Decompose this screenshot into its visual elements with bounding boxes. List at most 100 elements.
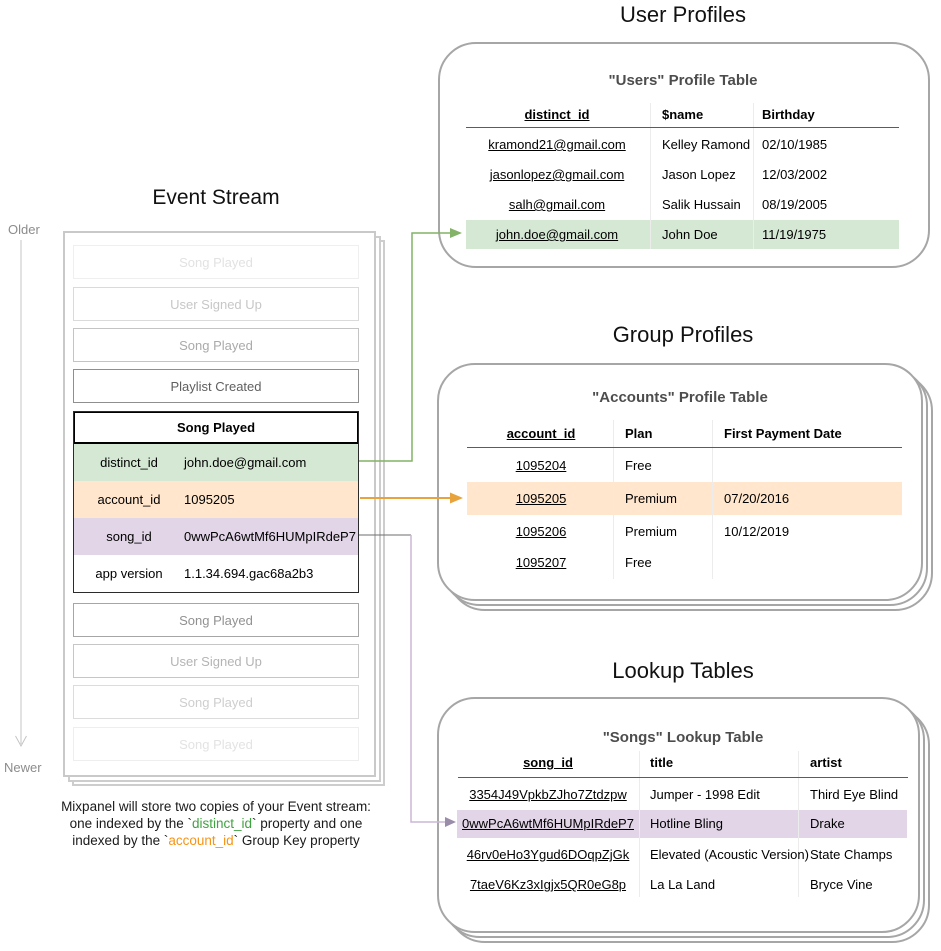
- event-box-faded: Song Played: [73, 328, 359, 362]
- name-cell: Kelley Ramond: [662, 137, 751, 152]
- table-row: 1095206 Premium 10/12/2019: [437, 515, 923, 548]
- artist-cell: Third Eye Blind: [810, 787, 899, 802]
- account-id-cell: 1095205: [515, 491, 567, 506]
- event-stream-title: Event Stream: [152, 186, 280, 209]
- table-row: jasonlopez@gmail.com Jason Lopez 12/03/2…: [438, 160, 930, 190]
- column-header: Birthday: [762, 107, 815, 122]
- newer-label: Newer: [4, 760, 42, 775]
- column-divider: [613, 420, 614, 579]
- name-cell: Jason Lopez: [662, 167, 736, 182]
- caption-line-3: indexed by the `account_id` Group Key pr…: [16, 832, 416, 849]
- users-table-header-row: distinct_id $name Birthday: [438, 100, 930, 130]
- first-payment-cell: 07/20/2016: [724, 491, 790, 506]
- distinct-id-token: distinct_id: [191, 816, 253, 831]
- caption-text: indexed by the `: [72, 833, 169, 848]
- event-box-faded: User Signed Up: [73, 644, 359, 678]
- table-row: 7taeV6Kz3xIgjx5QR0eG8p La La Land Bryce …: [437, 870, 920, 900]
- column-header: First Payment Date: [724, 426, 842, 441]
- accounts-table-title: "Accounts" Profile Table: [592, 389, 768, 406]
- event-label: User Signed Up: [170, 653, 262, 669]
- title-cell: Hotline Bling: [650, 816, 723, 831]
- account-id-cell: 1095204: [515, 458, 567, 473]
- song-id-cell: 7taeV6Kz3xIgjx5QR0eG8p: [469, 877, 627, 892]
- column-divider: [753, 103, 754, 249]
- table-row: 1095204 Free: [437, 449, 923, 482]
- event-box-faded: Song Played: [73, 727, 359, 761]
- column-divider: [712, 420, 713, 579]
- user-profiles-title: User Profiles: [620, 2, 746, 27]
- column-divider: [650, 103, 651, 249]
- group-profiles-title: Group Profiles: [612, 322, 754, 347]
- header-rule: [466, 127, 899, 128]
- column-divider: [639, 751, 640, 897]
- column-header: distinct_id: [524, 107, 590, 122]
- title-cell: Jumper - 1998 Edit: [650, 787, 760, 802]
- event-box-faded: User Signed Up: [73, 287, 359, 321]
- plan-cell: Premium: [625, 491, 678, 506]
- song-id-cell: 0wwPcA6wtMf6HUMpIRdeP7: [462, 816, 634, 831]
- distinct-id-cell: john.doe@gmail.com: [495, 227, 619, 242]
- property-key: distinct_id: [100, 455, 158, 470]
- birthday-cell: 12/03/2002: [762, 167, 828, 182]
- song-id-cell: 3354J49VpkbZJho7Ztdzpw: [469, 787, 627, 802]
- event-property-row-distinct-id: distinct_id john.doe@gmail.com: [74, 444, 358, 481]
- property-key: account_id: [97, 492, 161, 507]
- table-row-highlighted: 1095205 Premium 07/20/2016: [437, 482, 923, 515]
- accounts-table-header-row: account_id Plan First Payment Date: [437, 417, 923, 450]
- title-cell: La La Land: [650, 877, 716, 892]
- timeline-arrow: [15, 240, 27, 748]
- property-value: john.doe@gmail.com: [184, 455, 307, 470]
- property-value: 0wwPcA6wtMf6HUMpIRdeP7: [184, 529, 356, 544]
- caption-text: ` property and one: [252, 816, 363, 831]
- event-box-faded: Song Played: [73, 245, 359, 279]
- property-value: 1.1.34.694.gac68a2b3: [184, 566, 314, 581]
- event-box-faded: Song Played: [73, 685, 359, 719]
- artist-cell: Drake: [810, 816, 845, 831]
- title-cell: Elevated (Acoustic Version): [650, 847, 809, 862]
- property-key: song_id: [106, 529, 152, 544]
- older-label: Older: [8, 222, 40, 237]
- event-label: Song Played: [179, 337, 253, 353]
- plan-cell: Free: [625, 458, 652, 473]
- distinct-id-cell: kramond21@gmail.com: [488, 137, 626, 152]
- account-id-cell: 1095206: [515, 524, 567, 539]
- table-row: kramond21@gmail.com Kelley Ramond 02/10/…: [438, 130, 930, 160]
- plan-cell: Free: [625, 555, 652, 570]
- song-id-cell: 46rv0eHo3Ygud6DOqpZjGk: [466, 847, 630, 862]
- artist-cell: Bryce Vine: [810, 877, 873, 892]
- account-id-token: account_id: [168, 833, 234, 848]
- accounts-highlighted-row-bg: [467, 482, 902, 515]
- property-value: 1095205: [184, 492, 235, 507]
- column-header: title: [650, 755, 674, 770]
- active-event-name: Song Played: [74, 412, 358, 444]
- artist-cell: State Champs: [810, 847, 893, 862]
- birthday-cell: 02/10/1985: [762, 137, 828, 152]
- songs-highlighted-row-bg: [457, 810, 907, 838]
- event-label: Playlist Created: [170, 378, 262, 394]
- event-property-row-account-id: account_id 1095205: [74, 481, 358, 518]
- birthday-cell: 08/19/2005: [762, 197, 828, 212]
- column-header: $name: [662, 107, 704, 122]
- users-highlighted-row-bg: [466, 220, 899, 249]
- first-payment-cell: 10/12/2019: [724, 524, 790, 539]
- column-header: song_id: [523, 755, 573, 770]
- event-label: User Signed Up: [170, 296, 262, 312]
- event-box-faded: Playlist Created: [73, 369, 359, 403]
- event-label: Song Played: [179, 694, 253, 710]
- songs-table-title: "Songs" Lookup Table: [602, 729, 764, 746]
- table-row: 46rv0eHo3Ygud6DOqpZjGk Elevated (Acousti…: [437, 840, 920, 870]
- songs-table-header-row: song_id title artist: [437, 748, 920, 778]
- table-row-highlighted: 0wwPcA6wtMf6HUMpIRdeP7 Hotline Bling Dra…: [437, 809, 920, 839]
- event-label: Song Played: [179, 612, 253, 628]
- distinct-id-cell: salh@gmail.com: [508, 197, 606, 212]
- header-rule: [467, 447, 902, 448]
- diagram-caption: Mixpanel will store two copies of your E…: [16, 798, 416, 849]
- property-key: app version: [95, 566, 163, 581]
- name-cell: Salik Hussain: [662, 197, 741, 212]
- table-row-highlighted: john.doe@gmail.com John Doe 11/19/1975: [438, 220, 930, 250]
- event-property-row-app-version: app version 1.1.34.694.gac68a2b3: [74, 555, 358, 592]
- account-id-cell: 1095207: [515, 555, 567, 570]
- plan-cell: Premium: [625, 524, 678, 539]
- event-label: Song Played: [179, 736, 253, 752]
